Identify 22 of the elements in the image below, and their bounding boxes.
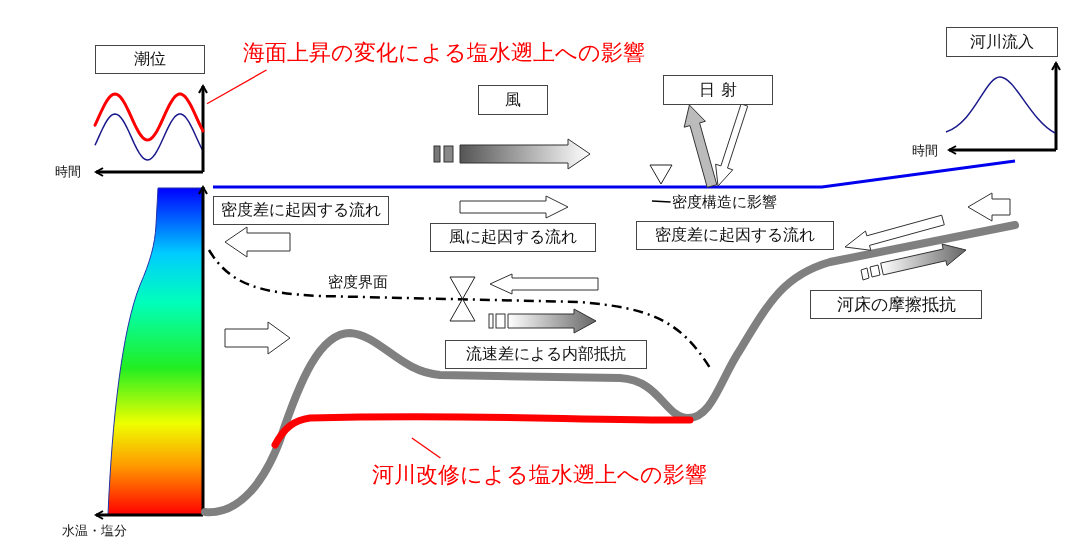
title-box: 潮位 — [95, 45, 205, 74]
annotation-text: 海面上昇の変化による塩水遡上への影響 — [243, 36, 645, 70]
axis-label: 水温・塩分 — [62, 522, 127, 540]
axis-label: 時間 — [55, 163, 81, 181]
leader-line — [206, 69, 268, 105]
label-box: 河床の摩擦抵抗 — [810, 290, 982, 319]
radiation-arrow — [683, 104, 718, 188]
annotation-text: 河川改修による塩水遡上への影響 — [372, 458, 707, 492]
title-box: 河川流入 — [946, 27, 1058, 57]
radiation-arrow — [715, 103, 749, 187]
leader-line — [651, 200, 672, 203]
axis-label: 時間 — [912, 142, 938, 160]
label-box: 密度差に起因する流れ — [213, 196, 389, 225]
label-box: 風に起因する流れ — [430, 223, 596, 252]
axis-label: 密度界面 — [328, 273, 388, 292]
label-box: 密度差に起因する流れ — [636, 221, 834, 250]
annotation-text: 密度構造に影響 — [672, 191, 777, 213]
tide-chart-drawing — [95, 84, 207, 174]
leader-line — [411, 437, 442, 459]
title-box: 風 — [478, 85, 548, 115]
label-box: 流速差による内部抵抗 — [445, 340, 647, 369]
title-box: 日 射 — [663, 75, 773, 105]
